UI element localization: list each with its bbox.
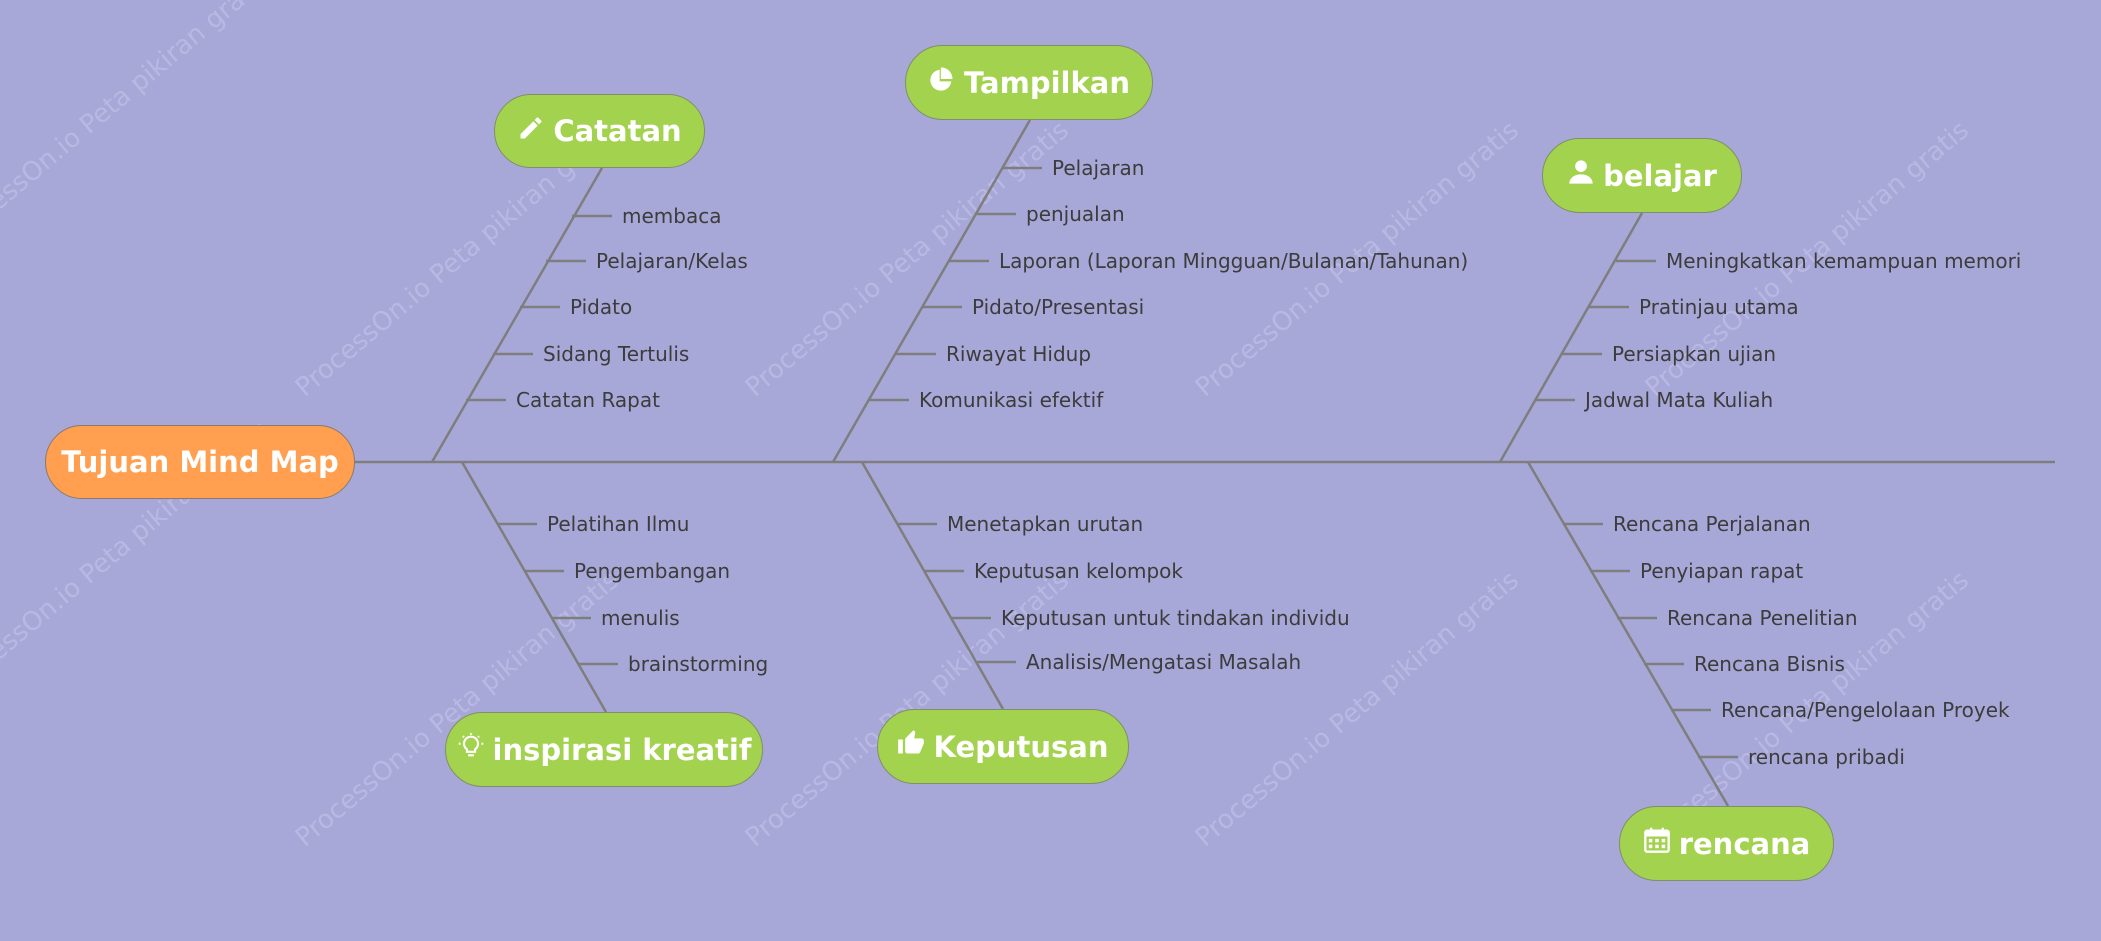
leaf-topic[interactable]: Riwayat Hidup	[946, 342, 1092, 366]
leaf-topic[interactable]: Sidang Tertulis	[543, 342, 690, 366]
leaf-topic[interactable]: Pidato	[570, 295, 633, 319]
leaf-topic[interactable]: penjualan	[1026, 202, 1125, 226]
leaf-topic[interactable]: Keputusan untuk tindakan individu	[1001, 606, 1350, 630]
pencil-icon	[517, 114, 545, 149]
leaf-topic[interactable]: Pelajaran/Kelas	[596, 249, 748, 273]
root-topic-label: Tujuan Mind Map	[61, 445, 339, 479]
branch-label: rencana	[1678, 826, 1811, 861]
bone-tampilkan	[831, 119, 1032, 463]
lightbulb-icon	[457, 732, 485, 767]
leaf-topic[interactable]: Laporan (Laporan Mingguan/Bulanan/Tahuna…	[999, 249, 1469, 273]
branch-inspirasi-kreatif[interactable]: inspirasi kreatif	[445, 712, 763, 787]
leaf-topic[interactable]: Persiapkan ujian	[1612, 342, 1777, 366]
leaf-topic[interactable]: Pidato/Presentasi	[972, 295, 1145, 319]
leaf-topic[interactable]: Menetapkan urutan	[947, 512, 1144, 536]
leaf-topic[interactable]: Pengembangan	[574, 559, 731, 583]
bone-belajar	[1498, 212, 1644, 463]
branch-keputusan[interactable]: Keputusan	[877, 709, 1129, 784]
leaf-topic[interactable]: Rencana Perjalanan	[1613, 512, 1811, 536]
leaf-topic[interactable]: Keputusan kelompok	[974, 559, 1183, 583]
pie-chart-icon	[928, 65, 956, 100]
branch-belajar[interactable]: belajar	[1542, 138, 1742, 213]
branch-catatan[interactable]: Catatan	[494, 94, 705, 168]
leaf-topic[interactable]: Analisis/Mengatasi Masalah	[1026, 650, 1302, 674]
leaf-topic[interactable]: Komunikasi efektif	[919, 388, 1104, 412]
branch-label: inspirasi kreatif	[492, 732, 752, 767]
branch-tampilkan[interactable]: Tampilkan	[905, 45, 1153, 120]
leaf-topic[interactable]: membaca	[622, 204, 722, 228]
leaf-topic[interactable]: Rencana Bisnis	[1694, 652, 1845, 676]
branch-label: Keputusan	[933, 729, 1109, 764]
branch-label: Tampilkan	[964, 65, 1130, 100]
leaf-topic[interactable]: Jadwal Mata Kuliah	[1585, 388, 1774, 412]
bone-keputusan	[860, 461, 1005, 710]
leaf-topic[interactable]: Rencana/Pengelolaan Proyek	[1721, 698, 2010, 722]
bone-rencana	[1526, 461, 1730, 807]
calendar-icon	[1643, 826, 1671, 861]
leaf-topic[interactable]: Meningkatkan kemampuan memori	[1666, 249, 2022, 273]
leaf-topic[interactable]: Pratinjau utama	[1639, 295, 1799, 319]
leaf-topic[interactable]: Catatan Rapat	[516, 388, 660, 412]
bone-inspirasi	[460, 461, 608, 713]
user-icon	[1567, 158, 1595, 193]
leaf-topic[interactable]: menulis	[601, 606, 680, 630]
leaf-topic[interactable]: rencana pribadi	[1748, 745, 1905, 769]
leaf-topic[interactable]: Pelajaran	[1052, 156, 1145, 180]
thumbs-up-icon	[897, 729, 925, 764]
leaf-topic[interactable]: Pelatihan Ilmu	[547, 512, 690, 536]
branch-label: belajar	[1603, 158, 1717, 193]
leaf-topic[interactable]: Penyiapan rapat	[1640, 559, 1804, 583]
branch-rencana[interactable]: rencana	[1619, 806, 1834, 881]
leaf-topic[interactable]: Rencana Penelitian	[1667, 606, 1858, 630]
leaf-topic[interactable]: brainstorming	[628, 652, 769, 676]
branch-label: Catatan	[553, 114, 682, 148]
root-topic[interactable]: Tujuan Mind Map	[45, 425, 355, 499]
